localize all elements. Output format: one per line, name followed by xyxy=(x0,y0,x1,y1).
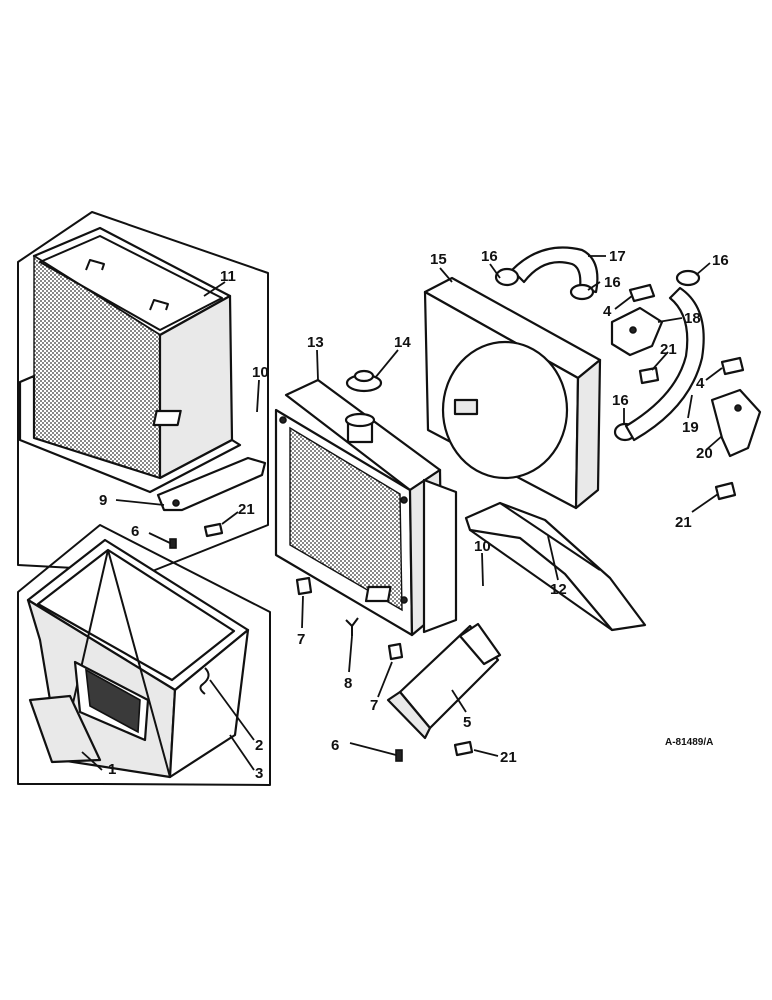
latch-part xyxy=(199,667,210,695)
callout-8: 8 xyxy=(344,675,352,692)
callout-17: 17 xyxy=(609,248,626,265)
callout-20: 20 xyxy=(696,445,713,462)
callout-16-a: 16 xyxy=(481,248,498,265)
callout-14: 14 xyxy=(394,334,411,351)
mounting-bracket-part xyxy=(386,622,502,740)
hose-clamp-a-part xyxy=(494,267,520,287)
clip-lower-part xyxy=(453,740,474,757)
lower-hose-part xyxy=(624,286,705,442)
callout-6-upper: 6 xyxy=(131,523,139,540)
callout-10-upper: 10 xyxy=(252,364,269,381)
callout-7-left: 7 xyxy=(297,631,305,648)
callout-5: 5 xyxy=(463,714,471,731)
callout-16-d: 16 xyxy=(612,392,629,409)
callout-19: 19 xyxy=(682,419,699,436)
washer-part xyxy=(345,617,359,636)
callout-11: 11 xyxy=(220,268,236,285)
callout-1: 1 xyxy=(108,761,116,778)
callout-15: 15 xyxy=(430,251,447,268)
callout-13: 13 xyxy=(307,334,324,351)
mount-pad-lower-part xyxy=(364,585,392,603)
callout-3: 3 xyxy=(255,765,263,782)
hose-clamp-b-part xyxy=(569,283,595,301)
callout-21-upper-left: 21 xyxy=(238,501,255,518)
callout-2: 2 xyxy=(255,737,263,754)
clip-upper-left-part xyxy=(203,522,224,538)
radiator-part xyxy=(274,378,458,637)
grille-housing-part xyxy=(18,226,242,494)
callout-4-upper: 4 xyxy=(603,303,612,320)
callout-21-lower: 21 xyxy=(500,749,517,766)
pad-center-part xyxy=(387,642,404,661)
callout-21-right: 21 xyxy=(675,514,692,531)
callout-4-lower: 4 xyxy=(696,375,705,392)
fan-shroud-part xyxy=(423,276,602,510)
support-bracket-part xyxy=(464,501,647,632)
right-bracket-part xyxy=(710,388,762,458)
clip-21-right-part xyxy=(714,481,737,501)
callout-6-lower: 6 xyxy=(331,737,339,754)
callout-7-center: 7 xyxy=(370,697,378,714)
radiator-cap-part xyxy=(345,369,383,393)
leader-lines xyxy=(81,255,723,771)
mount-pad-upper-part xyxy=(152,409,182,427)
callout-9: 9 xyxy=(99,492,107,509)
callout-16-c: 16 xyxy=(712,252,729,269)
figure-reference: A-81489/A xyxy=(665,737,713,748)
bolt-lower-part xyxy=(395,749,403,762)
callout-labels: 1 2 3 4 4 5 6 6 7 7 8 9 10 10 11 12 13 1… xyxy=(99,248,729,782)
callout-21-mid: 21 xyxy=(660,341,677,358)
grille-group-outline xyxy=(17,211,269,573)
callout-18: 18 xyxy=(684,310,701,327)
callout-10-lower: 10 xyxy=(474,538,491,555)
hose-bracket-part xyxy=(610,306,664,357)
bolt-upper-part xyxy=(169,538,177,549)
access-panel-part xyxy=(28,694,102,764)
hose-clamp-c-part xyxy=(675,269,701,287)
grille-mount-bracket-part xyxy=(156,456,267,512)
callout-12: 12 xyxy=(550,581,567,598)
clip-4-lower-part xyxy=(720,356,745,376)
callout-16-b: 16 xyxy=(604,274,621,291)
clip-21-mid-part xyxy=(638,366,660,385)
clip-4-upper-part xyxy=(628,283,656,303)
shroud-group-outline xyxy=(17,524,271,786)
pad-left-part xyxy=(295,576,313,596)
